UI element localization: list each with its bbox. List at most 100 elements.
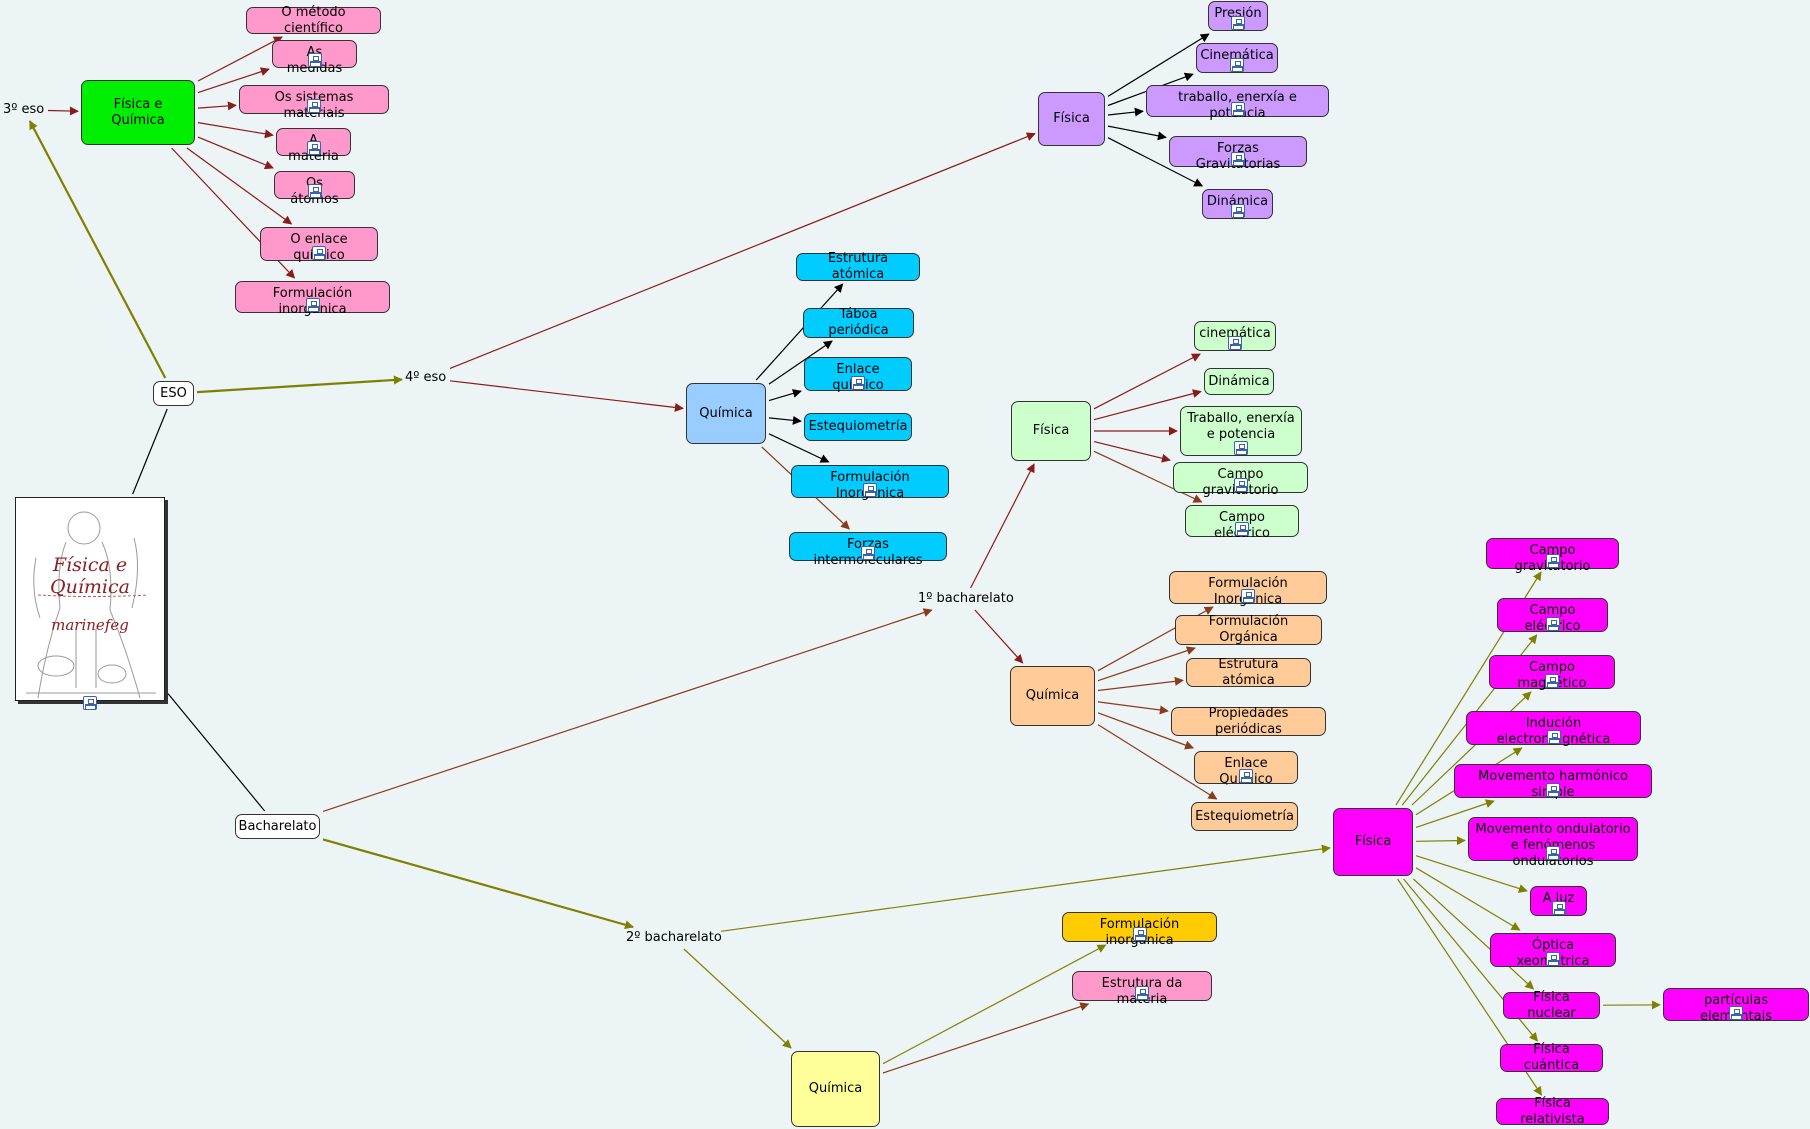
concept-node-fis4[interactable]: Física — [1038, 92, 1105, 146]
concept-label: Estrutura atómica — [1218, 656, 1279, 688]
linked-resource-icon[interactable] — [1135, 986, 1149, 1000]
linked-resource-icon[interactable] — [863, 483, 877, 497]
linked-resource-icon[interactable] — [307, 53, 322, 67]
edge-bach1-to-quim1 — [974, 609, 1024, 664]
concept-node-quim2[interactable]: Química — [791, 1051, 880, 1127]
linked-resource-icon[interactable] — [1546, 730, 1561, 744]
edge-quim1-to-formorg1 — [1097, 646, 1196, 682]
concept-node-estrutura1[interactable]: Estrutura atómica — [1186, 656, 1311, 688]
linked-resource-icon[interactable] — [1545, 617, 1560, 631]
concept-label: Táboa periódica — [828, 307, 889, 338]
concept-node-fq3[interactable]: Física e Química — [81, 80, 195, 145]
edge-fq3-to-sistemas — [197, 101, 237, 111]
linked-resource-icon[interactable] — [307, 99, 321, 113]
concept-node-dinamica1[interactable]: Dinámica — [1204, 368, 1274, 395]
concept-node-cuantica2[interactable]: Física cuántica — [1500, 1042, 1603, 1073]
concept-label: Física cuántica — [1523, 1042, 1580, 1073]
linked-resource-icon[interactable] — [306, 141, 321, 155]
concept-node-campograv1[interactable]: Campo gravitatorio — [1173, 462, 1308, 498]
concept-label: Presión — [1214, 6, 1262, 21]
linked-resource-icon[interactable] — [1230, 102, 1245, 116]
edge-fis2-to-optica2 — [1415, 867, 1521, 931]
linked-resource-icon[interactable] — [1545, 674, 1559, 688]
concept-node-taboa[interactable]: Táboa periódica — [803, 307, 914, 338]
concept-node-tercero[interactable]: 3º eso — [3, 102, 45, 118]
linked-resource-icon[interactable] — [1729, 1006, 1743, 1020]
concept-node-estrmat2[interactable]: Estrutura da materia — [1072, 971, 1212, 1007]
concept-label: Campo gravitatorio — [1203, 467, 1279, 498]
edge-fis1-to-campograv1 — [1093, 441, 1171, 463]
concept-node-quim1[interactable]: Química — [1010, 666, 1095, 726]
concept-label: Física — [1354, 834, 1392, 849]
concept-label: Campo gravitatorio — [1515, 543, 1591, 574]
linked-resource-icon[interactable] — [1231, 16, 1245, 30]
concept-node-nuclear2[interactable]: Física nuclear — [1503, 990, 1600, 1021]
concept-label: cinemática — [1199, 326, 1271, 341]
linked-resource-icon[interactable] — [1546, 952, 1560, 966]
edge-quim4-to-estequio4 — [768, 415, 802, 425]
linked-resource-icon[interactable] — [1551, 901, 1566, 915]
concept-node-estequio4[interactable]: Estequiometría — [804, 413, 912, 441]
edge-fis1-to-dinamica1 — [1093, 389, 1202, 421]
concept-node-estequio1[interactable]: Estequiometría — [1191, 802, 1298, 831]
concept-label: Traballo, enerxía e potencia — [1187, 411, 1295, 442]
concept-node-traballo1[interactable]: Traballo, enerxía e potencia — [1180, 406, 1302, 456]
concept-label: Dinámica — [1206, 194, 1269, 209]
edge-fis2-to-luz2 — [1415, 855, 1528, 893]
linked-resource-icon[interactable] — [312, 246, 326, 260]
edge-fq3-to-enlace3 — [186, 147, 293, 225]
concept-node-fis2[interactable]: Física — [1333, 808, 1413, 876]
concept-label: Bacharelato — [238, 818, 317, 834]
linked-resource-icon[interactable] — [1231, 152, 1245, 166]
linked-resource-icon[interactable] — [83, 696, 97, 710]
concept-node-eso[interactable]: ESO — [153, 381, 194, 406]
concept-node-enlace4[interactable]: Enlace químico — [804, 357, 912, 393]
linked-resource-icon[interactable] — [1234, 441, 1248, 455]
edge-fis2-to-nuclear2 — [1412, 878, 1535, 990]
concept-node-formin1[interactable]: Formulación Inorgánica — [1169, 571, 1327, 607]
concept-node-formorg1[interactable]: Formulación Orgánica — [1175, 614, 1322, 645]
concept-node-metodo[interactable]: O método científico — [246, 5, 381, 36]
concept-node-forzasint[interactable]: Forzas intermoleculares — [789, 532, 947, 568]
linked-resource-icon[interactable] — [1545, 554, 1560, 568]
edge-cuarto-to-quim4 — [449, 380, 684, 412]
edge-fis4-to-presion — [1107, 33, 1210, 97]
concept-node-campomag2[interactable]: Campo magnético — [1489, 655, 1615, 691]
linked-resource-icon[interactable] — [851, 376, 865, 390]
edge-fq3-to-materia — [197, 122, 274, 139]
linked-resource-icon[interactable] — [1132, 927, 1147, 941]
concept-label: Física — [1053, 111, 1090, 126]
concept-node-enlace3[interactable]: O enlace químico — [260, 227, 378, 263]
concept-node-quim4[interactable]: Química — [686, 383, 766, 444]
linked-resource-icon[interactable] — [1546, 846, 1560, 860]
linked-resource-icon[interactable] — [305, 298, 320, 312]
linked-resource-icon[interactable] — [1228, 336, 1242, 350]
linked-resource-icon[interactable] — [861, 546, 875, 560]
edge-quim1-to-enlace1 — [1097, 712, 1195, 750]
concept-node-formin2[interactable]: Formulación inorgánica — [1062, 912, 1217, 948]
concept-node-relativ2[interactable]: Física relativista — [1496, 1095, 1609, 1127]
linked-resource-icon[interactable] — [307, 184, 322, 198]
concept-node-estrutura4[interactable]: Estrutura atómica — [796, 251, 920, 282]
linked-resource-icon[interactable] — [1233, 478, 1248, 492]
concept-label: Física relativista — [1520, 1095, 1585, 1127]
linked-resource-icon[interactable] — [1546, 783, 1560, 797]
concept-node-fis1[interactable]: Física — [1011, 401, 1091, 461]
concept-label: Física — [1032, 423, 1070, 438]
concept-label: Física e Química — [111, 96, 165, 128]
edge-quim1-to-estrutura1 — [1097, 676, 1184, 692]
linked-resource-icon[interactable] — [1230, 58, 1244, 72]
linked-resource-icon[interactable] — [1235, 522, 1249, 536]
linked-resource-icon[interactable] — [1241, 589, 1255, 603]
concept-node-bach2[interactable]: 2º bacharelato — [626, 930, 722, 946]
concept-node-bach1[interactable]: 1º bacharelato — [918, 591, 1014, 607]
concept-node-movharm2[interactable]: Movemento harmónico simple — [1454, 764, 1652, 800]
concept-label: A materia — [288, 133, 339, 164]
concept-node-cuarto[interactable]: 4º eso — [405, 370, 447, 386]
concept-node-propiedades1[interactable]: Propiedades periódicas — [1171, 706, 1326, 737]
linked-resource-icon[interactable] — [1230, 204, 1245, 218]
linked-resource-icon[interactable] — [1239, 769, 1253, 783]
concept-node-formin4[interactable]: Formulación Inorgánica — [791, 465, 949, 501]
concept-node-bachar[interactable]: Bacharelato — [235, 814, 320, 839]
